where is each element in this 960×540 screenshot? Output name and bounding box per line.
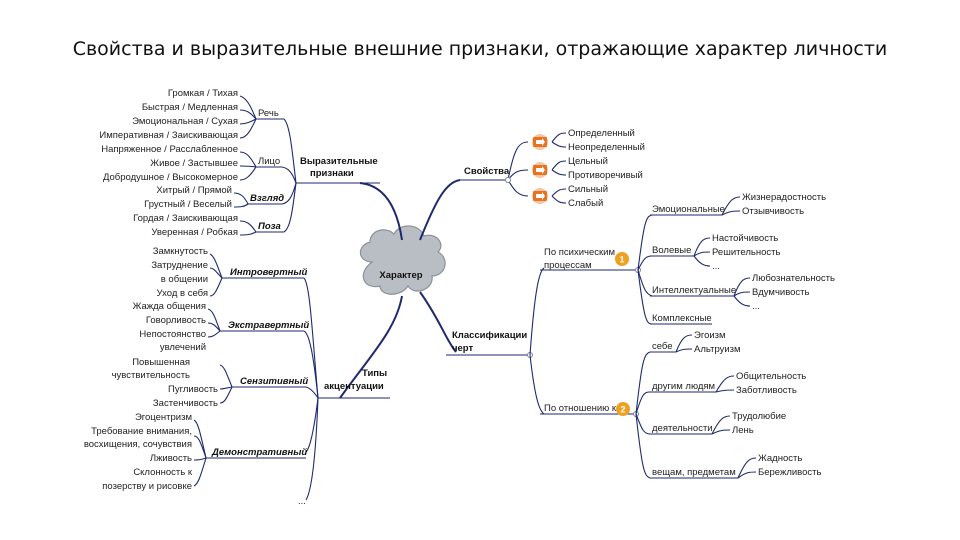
intellectual-item: Любознательность [752,273,835,284]
speech-item: Эмоциональная / Сухая [132,116,238,127]
group-gaze: Взгляд [250,193,284,204]
face-item: Живое / Застывшее [150,158,238,169]
introverted-item: Уход в себя [157,288,209,299]
intellectual-item: Вдумчивость [752,287,810,298]
posture-item: Уверенная / Робкая [151,227,238,238]
self-item: Эгоизм [694,330,726,341]
property-item: Неопределенный [568,142,645,153]
introverted-item: в общении [161,274,208,285]
branch1-label-line2: процессам [544,260,592,271]
demonstrative-item: восхищения, сочувствия [84,439,192,450]
volitional-item: Настойчивость [712,233,778,244]
accentuation-more: ... [298,496,306,507]
gaze-item: Грустный / Веселый [144,199,232,210]
classification-label-line2: черт [452,343,473,354]
property-item: Определенный [568,128,635,139]
badge-2-icon [616,402,630,416]
things-item: Жадность [758,453,802,464]
activity-item: Лень [732,425,754,436]
branch-trait-classification: Классификации черт По психическим процес… [446,192,835,479]
property-item: Сильный [568,184,608,195]
badge-1-label: 1 [619,255,624,265]
arrow-marker [532,134,548,150]
property-item: Противоречивый [568,170,643,181]
face-item: Напряженное / Расслабленное [101,144,238,155]
sensitive-item: чувствительность [112,370,190,381]
demonstrative-item: позерству и рисовке [102,481,192,492]
group-posture: Поза [258,221,281,232]
arrow-marker [532,162,548,178]
branch-accentuation-types: Типы акцентуации ... Интровертный Замкну… [84,246,390,507]
intellectual-item: ... [752,301,760,312]
gaze-item: Хитрый / Прямой [156,185,232,196]
emotional-item: Отзывчивость [742,206,804,217]
group-extraverted: Экстравертный [228,320,309,331]
classification-label-line1: Классификации [452,330,527,341]
emotional-item: Жизнерадостность [742,192,826,203]
badge-1-icon [615,252,629,266]
volitional-item: ... [712,261,720,272]
sub-volitional: Волевые [652,245,691,256]
extraverted-item: увлечений [160,342,206,353]
introverted-item: Замкнутость [153,246,208,257]
central-label: Характер [379,270,422,281]
extraverted-item: Жажда общения [133,301,206,312]
group-introverted: Интровертный [230,267,308,278]
sub-intellectual: Интеллектуальные [652,285,736,296]
sensitive-item: Застенчивость [153,398,218,409]
demonstrative-item: Эгоцентризм [135,412,192,423]
things-item: Бережливость [758,467,822,478]
branch2-label: По отношению к [544,403,617,414]
sub-self: себе [652,341,673,352]
group-sensitive: Сензитивный [240,376,308,387]
speech-item: Быстрая / Медленная [142,102,238,113]
central-cloud: Характер [359,225,446,295]
main-links [339,179,461,399]
demonstrative-item: Требование внимания, [91,426,192,437]
group-demonstrative: Демонстративный [211,447,307,458]
posture-item: Гордая / Заискивающая [133,213,238,224]
property-item: Слабый [568,198,603,209]
expressive-label-line1: Выразительные [300,156,378,167]
group-face: Лицо [258,156,280,167]
branch1-label-line1: По психическим [544,247,615,258]
speech-item: Громкая / Тихая [168,88,238,99]
extraverted-item: Непостоянство [139,329,206,340]
others-item: Общительность [736,371,806,382]
branch-expressive-features: Выразительные признаки Речь Громкая / Ти… [99,88,380,238]
sensitive-item: Пугливость [168,384,218,395]
others-item: Заботливость [736,385,797,396]
sensitive-item: Повышенная [132,357,190,368]
arrow-marker [532,188,548,204]
introverted-item: Затруднение [151,260,208,271]
speech-item: Императивная / Заискивающая [99,130,238,141]
activity-item: Трудолюбие [732,411,786,422]
accentuation-label-line1: Типы [362,368,387,379]
accentuation-label-line2: акцентуации [324,381,384,392]
self-item: Альтруизм [694,344,741,355]
sub-things: вещам, предметам [652,467,736,478]
demonstrative-item: Лживость [150,453,192,464]
property-item: Цельный [568,156,608,167]
slide-title: Свойства и выразительные внешние признак… [72,38,888,60]
properties-label: Свойства [464,166,510,177]
badge-2-label: 2 [620,405,625,415]
demonstrative-item: Склонность к [133,467,193,478]
face-item: Добродушное / Высокомерное [103,172,238,183]
extraverted-item: Говорливость [146,315,206,326]
group-speech: Речь [258,108,279,119]
branch-properties: Свойства Определенный Неопределенный Ц [458,128,645,209]
sub-activity: деятельности [652,423,713,434]
sub-complex: Комплексные [652,313,712,324]
expressive-label-line2: признаки [310,168,354,179]
sub-others: другим людям [652,381,715,392]
volitional-item: Решительность [712,247,780,258]
sub-emotional: Эмоциональные [652,204,725,215]
